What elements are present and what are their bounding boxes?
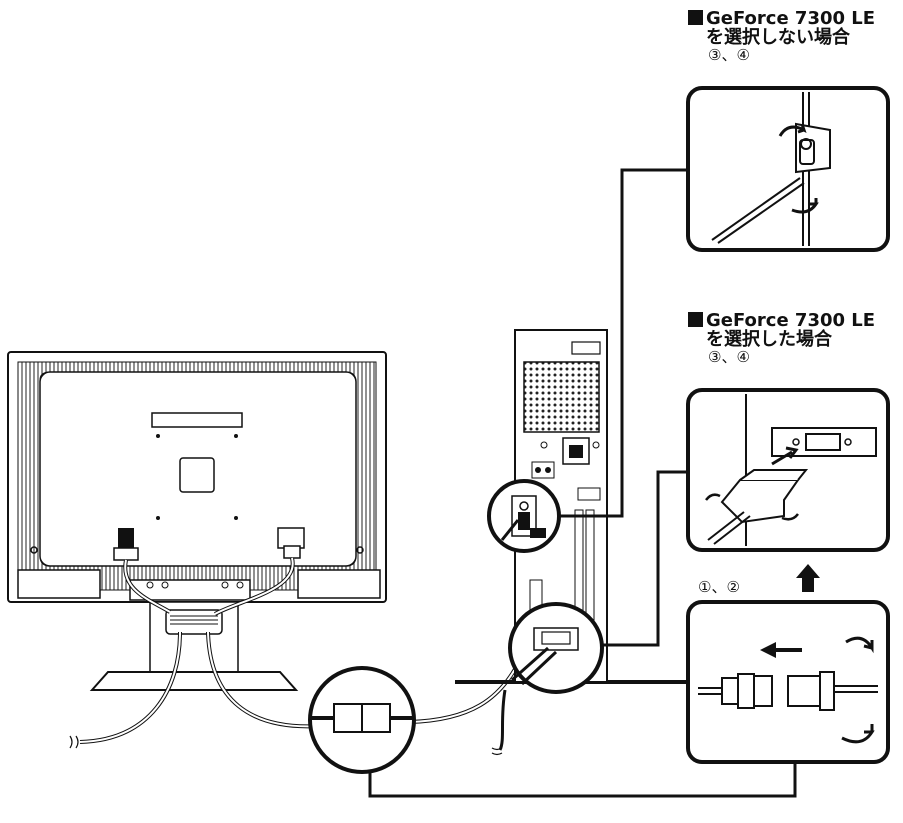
left-arrow-icon: [760, 642, 802, 658]
magnify-circle-cable-junction: [308, 666, 416, 774]
caption-bottom-steps: ①、②: [698, 578, 740, 596]
caption-middle-subtitle: を選択した場合: [706, 328, 832, 350]
detail-box-adapter: [686, 600, 890, 764]
leader-line-middle: [602, 470, 688, 647]
black-square-icon: [688, 10, 703, 25]
caption-middle-title: GeForce 7300 LE: [706, 310, 876, 331]
black-square-icon: [688, 312, 703, 327]
caption-middle: GeForce 7300 LE を選択した場合 ③、④: [688, 310, 876, 366]
up-arrow-icon: [796, 564, 820, 592]
caption-top: GeForce 7300 LE を選択しない場合 ③、④: [688, 8, 876, 64]
leader-line-top: [560, 168, 688, 518]
detail-box-with-geforce: [686, 388, 890, 552]
detail-box-without-geforce: [686, 86, 890, 252]
caption-top-steps: ③、④: [708, 45, 750, 64]
caption-middle-steps: ③、④: [708, 347, 750, 366]
caption-top-title: GeForce 7300 LE: [706, 8, 876, 29]
leader-line-bottom: [368, 762, 797, 798]
caption-top-subtitle: を選択しない場合: [706, 26, 850, 48]
monitor-rear: [7, 351, 387, 749]
